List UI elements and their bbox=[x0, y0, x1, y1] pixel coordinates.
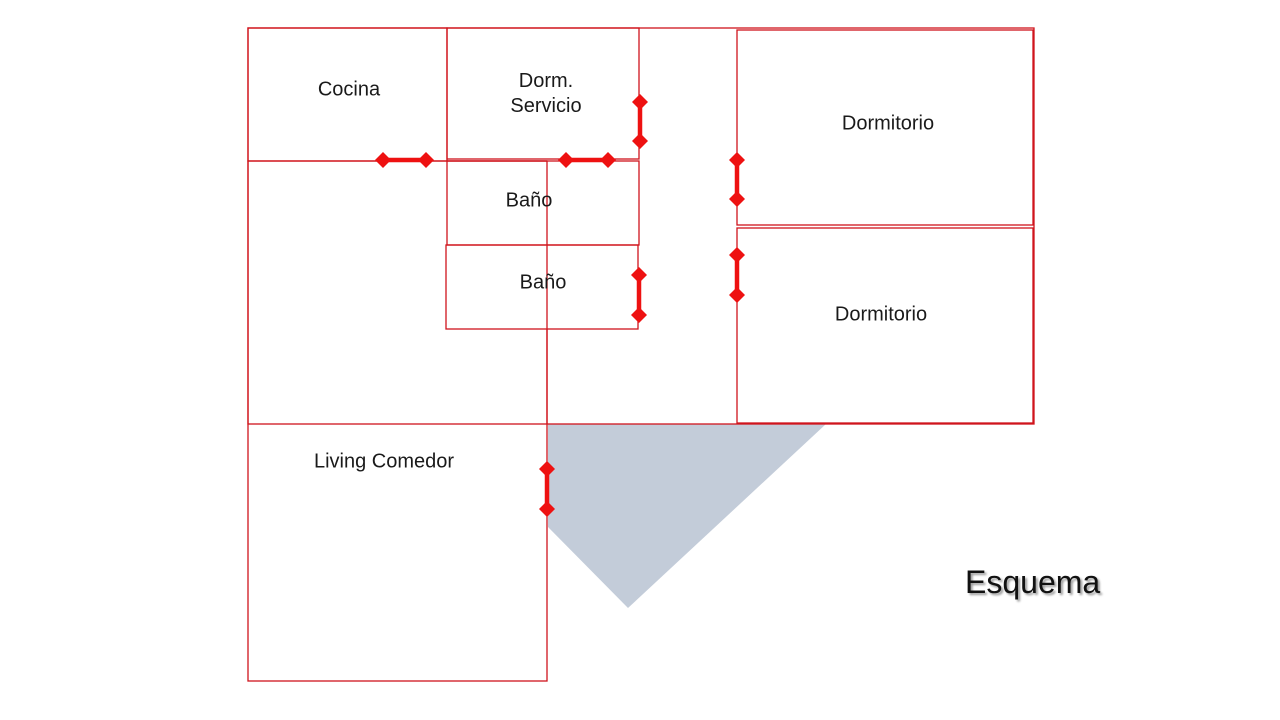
door-dormitorio-2 bbox=[729, 247, 745, 303]
label-bano-1: Baño bbox=[505, 189, 553, 212]
door-living-terrace bbox=[539, 461, 555, 517]
door-dorm-servicio bbox=[632, 94, 648, 149]
label-bano-2: Baño bbox=[519, 271, 567, 294]
room-living-comedor bbox=[247, 160, 548, 682]
label-dorm-servicio-line1: Dorm. bbox=[518, 70, 574, 92]
room-dorm-servicio bbox=[446, 27, 640, 160]
label-cocina: Cocina bbox=[317, 78, 381, 101]
diagram-title: Esquema bbox=[965, 564, 1101, 600]
label-dorm-servicio: Dorm. Servicio bbox=[510, 69, 581, 119]
label-dorm-servicio-line2: Servicio bbox=[510, 95, 582, 117]
label-dormitorio-1: Dormitorio bbox=[841, 112, 935, 135]
terrace-area bbox=[548, 424, 826, 608]
label-living-comedor: Living Comedor bbox=[313, 450, 455, 473]
room-dormitorio-1 bbox=[736, 29, 1034, 226]
label-dormitorio-2: Dormitorio bbox=[834, 303, 928, 326]
door-dormitorio-1 bbox=[729, 152, 745, 207]
door-bano-1 bbox=[558, 152, 616, 168]
room-dormitorio-2 bbox=[736, 227, 1034, 424]
door-cocina-living bbox=[375, 152, 434, 168]
door-bano-2 bbox=[631, 267, 647, 323]
